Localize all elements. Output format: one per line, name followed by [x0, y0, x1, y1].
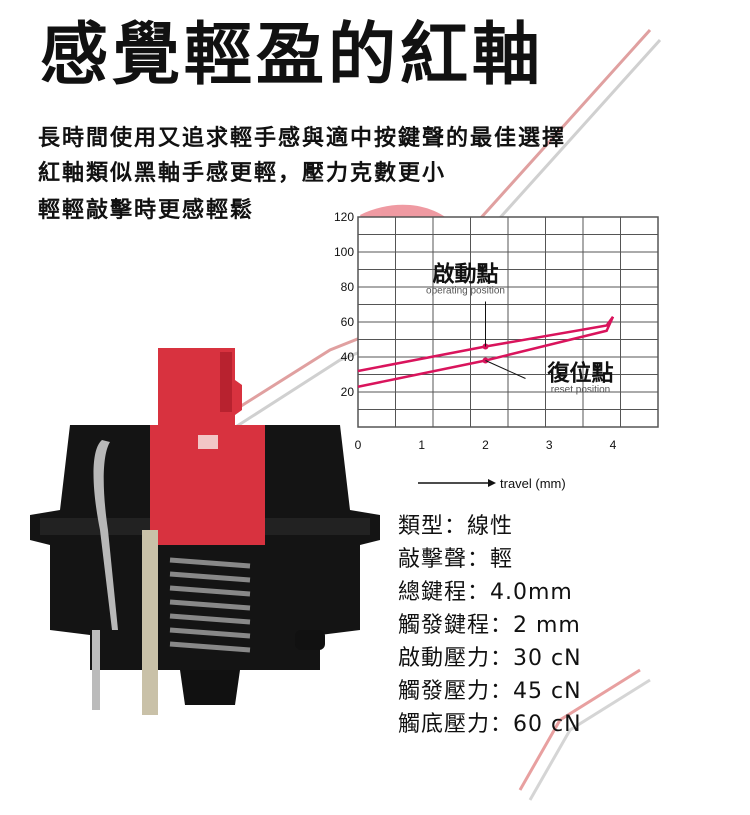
annotation-sublabel: reset position — [551, 385, 610, 396]
chart-grid — [357, 216, 659, 428]
spec-type: 類型：線性 — [398, 514, 514, 539]
x-tick-labels: 0 1 2 3 4 — [355, 438, 617, 452]
decor-line — [518, 668, 641, 791]
annotation-label: 啟動點 — [432, 262, 498, 288]
stem-highlight — [198, 435, 218, 449]
x-tick-label: 1 — [418, 438, 425, 452]
spec-initial-force: 啟動壓力：30 cN — [398, 646, 582, 671]
housing-foot — [295, 630, 325, 650]
spec-actuation-travel: 觸發鍵程：2 mm — [398, 613, 581, 638]
description-line-1: 長時間使用又追求輕手感與適中按鍵聲的最佳選擇 — [38, 126, 567, 151]
spec-bottom-force: 觸底壓力：60 cN — [398, 712, 582, 737]
side-pin — [92, 630, 100, 710]
switch-housing — [30, 425, 380, 670]
y-tick-labels: 20 40 60 80 100 120 — [334, 210, 354, 399]
x-axis-arrow — [418, 479, 496, 487]
annotation-label: 復位點 — [546, 361, 613, 387]
y-tick-label: 40 — [341, 350, 355, 364]
annotation-leader — [485, 360, 526, 379]
contact-pin — [142, 530, 158, 715]
decor-line — [528, 678, 651, 801]
force-curve-line — [357, 316, 615, 388]
center-post — [180, 670, 240, 705]
y-tick-label: 20 — [341, 385, 355, 399]
x-tick-label: 3 — [546, 438, 553, 452]
spec-total-travel: 總鍵程：4.0mm — [398, 580, 573, 605]
x-tick-label: 0 — [355, 438, 362, 452]
x-axis-label: travel (mm) — [500, 476, 566, 491]
y-tick-label: 60 — [341, 315, 355, 329]
force-curves — [357, 316, 615, 388]
page-title: 感覺輕盈的紅軸 — [40, 16, 545, 95]
spec-sound: 敲擊聲：輕 — [398, 547, 514, 572]
description-line-3: 輕輕敲擊時更感輕鬆 — [38, 198, 255, 223]
red-switch-illustration — [30, 348, 380, 715]
spec-actuation-force: 觸發壓力：45 cN — [398, 679, 582, 704]
x-tick-label: 2 — [482, 438, 489, 452]
spring — [169, 557, 251, 653]
description-line-2: 紅軸類似黑軸手感更輕，壓力克數更小 — [38, 161, 447, 186]
y-tick-label: 100 — [334, 245, 354, 259]
contact-leaf — [93, 440, 118, 630]
x-tick-label: 4 — [610, 438, 617, 452]
y-tick-label: 120 — [334, 210, 354, 224]
annotation-sublabel: operating position — [426, 286, 505, 297]
spec-list: 類型：線性 敲擊聲：輕 總鍵程：4.0mm 觸發鍵程：2 mm 啟動壓力：30 … — [398, 510, 582, 741]
stem-shadow — [220, 352, 232, 412]
y-tick-label: 80 — [341, 280, 355, 294]
